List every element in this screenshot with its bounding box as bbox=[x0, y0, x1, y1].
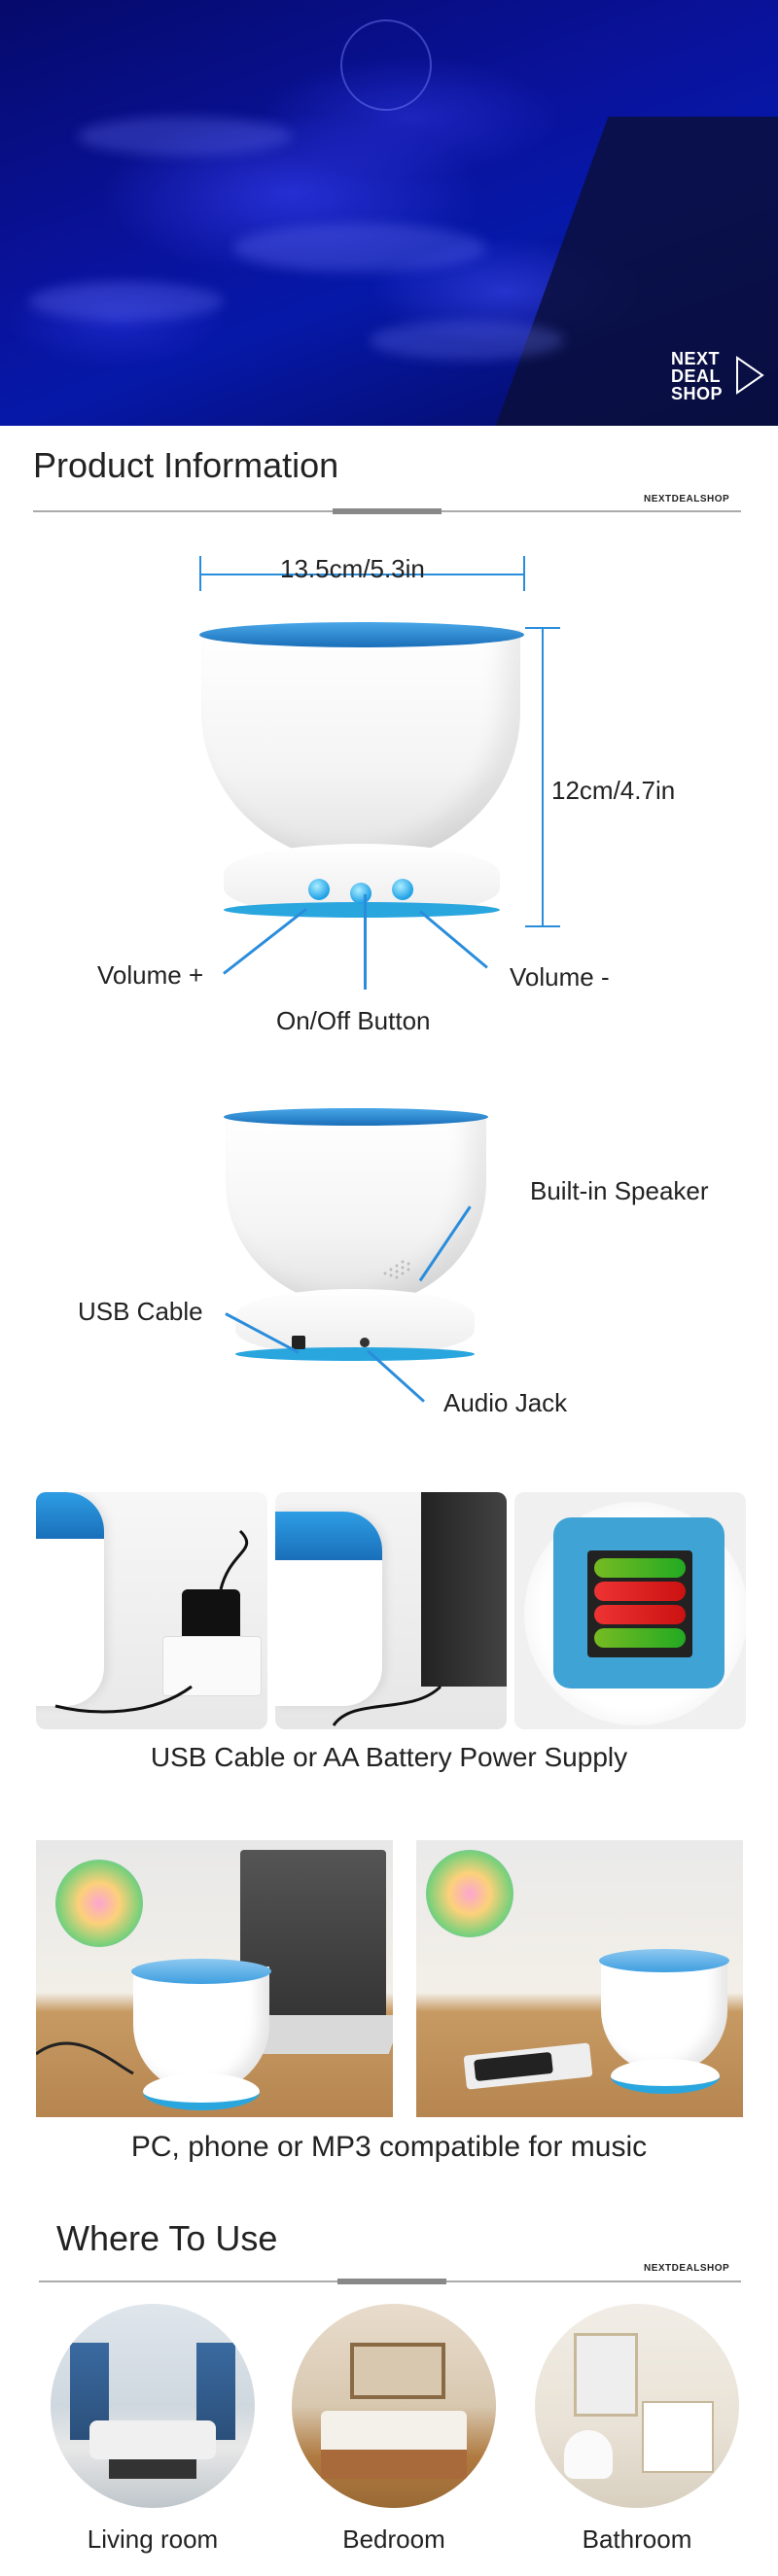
usb-port-icon bbox=[292, 1336, 305, 1349]
caption-power-supply: USB Cable or AA Battery Power Supply bbox=[150, 1742, 628, 1772]
height-dimension-line bbox=[542, 627, 544, 926]
product-front-view bbox=[199, 622, 524, 933]
audio-jack-port-icon bbox=[360, 1338, 370, 1347]
product-bowl bbox=[201, 630, 520, 863]
label-usb-cable: USB Cable bbox=[78, 1297, 203, 1326]
product-base-stripe bbox=[224, 902, 500, 918]
height-dimension-tick bbox=[525, 627, 560, 629]
hero-ceiling-lamp bbox=[340, 19, 432, 111]
hero-wave bbox=[78, 117, 292, 156]
volume-plus-dot bbox=[308, 879, 330, 900]
photo-laptop-music bbox=[36, 1840, 393, 2117]
section-title-product-information: Product Information bbox=[33, 445, 339, 485]
room-image-bedroom bbox=[292, 2304, 496, 2508]
label-on-off-button: On/Off Button bbox=[276, 1006, 431, 1035]
room-label-bathroom: Bathroom bbox=[582, 2524, 692, 2554]
section-divider-accent bbox=[333, 508, 442, 514]
height-dimension-tick bbox=[525, 925, 560, 927]
cable-line-icon bbox=[54, 1529, 249, 1714]
hero-wave bbox=[370, 321, 564, 360]
cable-line-icon bbox=[332, 1685, 442, 1726]
product-side-view bbox=[224, 1108, 488, 1380]
photo-battery-compartment bbox=[514, 1492, 746, 1729]
product-rim bbox=[224, 1108, 488, 1126]
room-image-living-room bbox=[51, 2304, 255, 2508]
logo-line: SHOP bbox=[671, 384, 724, 403]
product-base-stripe bbox=[235, 1347, 475, 1361]
width-dimension-tick bbox=[523, 556, 525, 591]
photo-usb-charger bbox=[36, 1492, 267, 1729]
room-image-bathroom bbox=[535, 2304, 739, 2508]
height-dimension-label: 12cm/4.7in bbox=[551, 776, 676, 805]
width-dimension-tick bbox=[199, 556, 201, 591]
section-title-where-to-use: Where To Use bbox=[56, 2218, 278, 2258]
cable-line-icon bbox=[36, 2041, 134, 2075]
on-off-dot bbox=[350, 883, 371, 904]
label-volume-minus: Volume - bbox=[510, 962, 610, 992]
label-audio-jack: Audio Jack bbox=[443, 1388, 568, 1417]
logo-line: DEAL bbox=[671, 366, 721, 386]
room-label-bedroom: Bedroom bbox=[342, 2524, 445, 2554]
label-volume-plus: Volume + bbox=[97, 960, 204, 990]
width-dimension-line bbox=[199, 574, 524, 575]
hero-wave bbox=[233, 224, 486, 272]
logo-arrow-icon bbox=[736, 356, 764, 395]
caption-music-compatibility: PC, phone or MP3 compatible for music bbox=[130, 2131, 648, 2163]
pointer-on-off bbox=[364, 894, 367, 990]
logo-line: NEXT bbox=[671, 349, 721, 368]
brand-small-label: NEXTDEALSHOP bbox=[644, 494, 730, 505]
product-base bbox=[235, 1289, 475, 1357]
photo-laptop-usb bbox=[275, 1492, 507, 1729]
volume-minus-dot bbox=[392, 879, 413, 900]
photo-phone-music bbox=[416, 1840, 743, 2117]
brand-small-label: NEXTDEALSHOP bbox=[644, 2263, 730, 2274]
label-builtin-speaker: Built-in Speaker bbox=[530, 1176, 709, 1205]
product-rim bbox=[199, 622, 524, 647]
section-divider-accent bbox=[337, 2279, 446, 2284]
brand-logo: NEXT DEAL SHOP bbox=[671, 350, 768, 408]
hero-image: NEXT DEAL SHOP bbox=[0, 0, 778, 426]
product-bowl bbox=[226, 1116, 486, 1306]
room-label-living-room: Living room bbox=[87, 2524, 219, 2554]
speaker-grille-icon bbox=[383, 1260, 410, 1279]
width-dimension-label: 13.5cm/5.3in bbox=[280, 554, 425, 583]
hero-wave bbox=[29, 282, 224, 321]
